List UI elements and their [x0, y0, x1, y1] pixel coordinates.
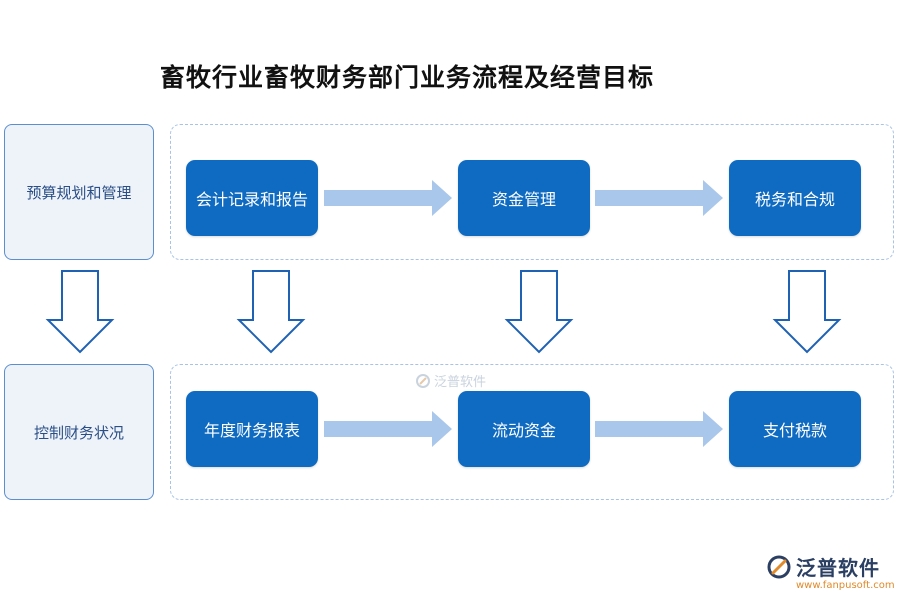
- node-annual-statements: 年度财务报表: [186, 391, 318, 467]
- side-box-budget: 预算规划和管理: [4, 124, 154, 260]
- flow-arrow-right-icon: [595, 411, 723, 447]
- down-arrow-icon: [236, 270, 306, 354]
- brand-name: 泛普软件: [796, 556, 880, 580]
- flow-arrow-right-icon: [324, 180, 452, 216]
- page-title: 畜牧行业畜牧财务部门业务流程及经营目标: [160, 63, 655, 92]
- down-arrow-icon: [504, 270, 574, 354]
- node-working-capital: 流动资金: [458, 391, 590, 467]
- node-accounting-records: 会计记录和报告: [186, 160, 318, 236]
- brand-url: www.fanpusoft.com: [796, 580, 895, 591]
- side-label: 控制财务状况: [33, 423, 124, 442]
- node-fund-management: 资金管理: [458, 160, 590, 236]
- brand-logo-icon: [767, 555, 791, 578]
- watermark: 泛普软件: [415, 371, 486, 390]
- brand-logo: 泛普软件 www.fanpusoft.com: [766, 552, 895, 591]
- watermark-logo-icon: [416, 373, 430, 388]
- flow-arrow-right-icon: [595, 180, 723, 216]
- down-arrow-icon: [772, 270, 842, 354]
- flow-arrow-right-icon: [324, 411, 452, 447]
- node-tax-payment: 支付税款: [729, 391, 861, 467]
- process-panel-top: [170, 124, 894, 260]
- down-arrow-icon: [45, 270, 115, 354]
- node-tax-compliance: 税务和合规: [729, 160, 861, 236]
- process-panel-bottom: [170, 364, 894, 500]
- side-box-control: 控制财务状况: [4, 364, 154, 500]
- side-label: 预算规划和管理: [26, 183, 132, 202]
